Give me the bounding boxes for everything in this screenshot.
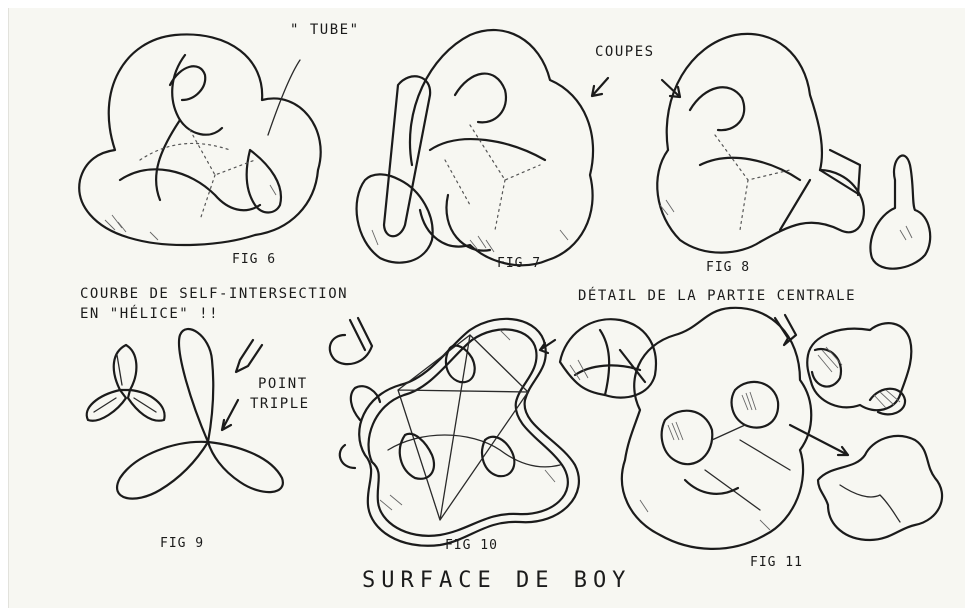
- self-intersection-label-line1: COURBE DE SELF-INTERSECTION: [80, 286, 348, 302]
- fig10-caption: FIG 10: [445, 538, 498, 553]
- tube-label: " TUBE": [290, 22, 360, 38]
- figure-8-surface: [657, 34, 930, 269]
- figure-11-surface: [560, 308, 942, 549]
- fig7-caption: FIG 7: [497, 256, 541, 271]
- propeller-sketch: [87, 345, 165, 421]
- figure-6-surface: [79, 34, 320, 245]
- fig6-caption: FIG 6: [232, 252, 276, 267]
- coupes-arrow-left: [592, 78, 608, 96]
- fig10-arrow: [540, 340, 555, 353]
- detail-label: DÉTAIL DE LA PARTIE CENTRALE: [578, 288, 856, 304]
- detail-marker-arrow: [775, 315, 796, 345]
- fig8-caption: FIG 8: [706, 260, 750, 275]
- fig9-caption: FIG 9: [160, 536, 204, 551]
- triple-point-arrow: [222, 400, 238, 430]
- coupes-label: COUPES: [595, 44, 655, 60]
- figure-7-surface: [357, 30, 593, 265]
- figure-10-tangle: [330, 318, 579, 546]
- page-title: SURFACE DE BOY: [362, 568, 631, 593]
- helix-arrow: [236, 340, 262, 372]
- point-triple-label-line1: POINT: [258, 376, 308, 392]
- self-intersection-label-line2: EN "HÉLICE" !!: [80, 306, 219, 322]
- detail-arrow: [790, 425, 848, 455]
- fig11-caption: FIG 11: [750, 555, 803, 570]
- point-triple-label-line2: TRIPLE: [250, 396, 310, 412]
